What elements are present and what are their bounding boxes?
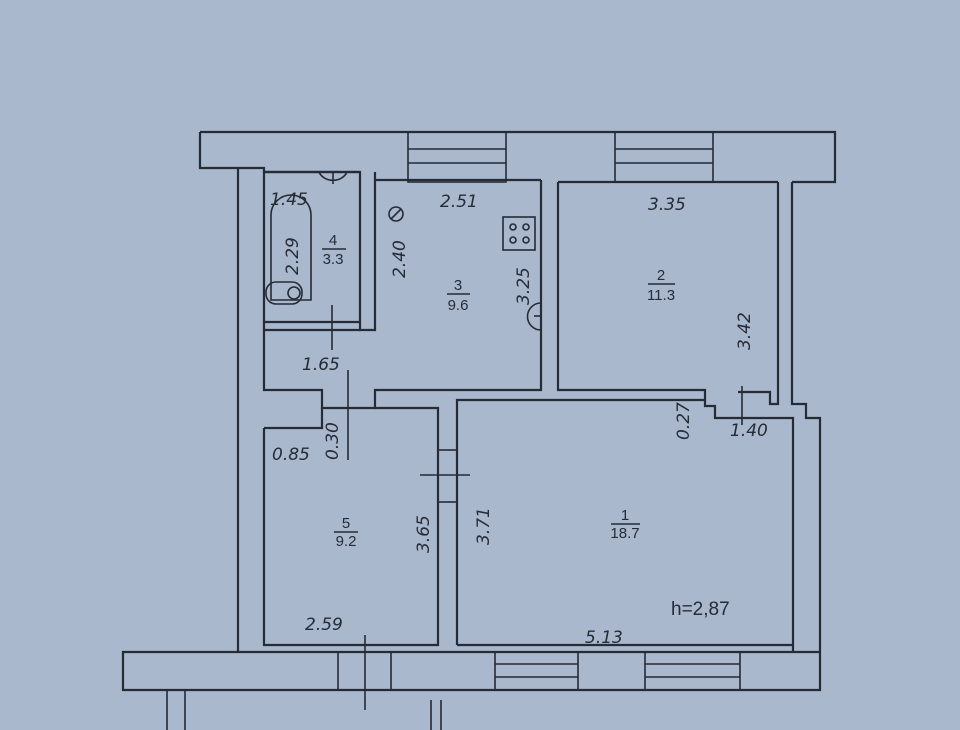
dim-kitchen-height: 2.40 bbox=[390, 240, 410, 278]
stove-icon bbox=[502, 216, 536, 251]
dim-hall-width: 1.65 bbox=[302, 355, 340, 375]
svg-text:1: 1 bbox=[621, 507, 629, 524]
svg-text:4: 4 bbox=[329, 232, 337, 249]
room-2-walls bbox=[556, 182, 822, 652]
svg-text:18.7: 18.7 bbox=[610, 525, 639, 542]
dim-kitchen-depth: 3.25 bbox=[514, 267, 534, 305]
room-label-3: 3 9.6 bbox=[447, 277, 470, 314]
svg-text:11.3: 11.3 bbox=[647, 287, 675, 304]
dim-room1-width: 5.13 bbox=[585, 628, 623, 648]
dim-bath-width: 1.45 bbox=[270, 190, 308, 210]
gas-meter-icon bbox=[388, 206, 404, 222]
dim-niche-depth: 0.27 bbox=[674, 402, 694, 440]
dim-room5-offset: 0.85 bbox=[272, 445, 310, 465]
room-label-1: 1 18.7 bbox=[610, 507, 640, 542]
dim-room2-width: 3.35 bbox=[648, 195, 686, 215]
radiator-riser-icon bbox=[526, 302, 542, 331]
dim-kitchen-width: 2.51 bbox=[440, 192, 478, 212]
top-wall bbox=[198, 130, 837, 652]
dim-room2-depth: 3.42 bbox=[735, 312, 755, 350]
dim-passage: 0.30 bbox=[323, 422, 343, 460]
dim-bathtub-length: 2.29 bbox=[283, 237, 303, 275]
door-room-1 bbox=[437, 449, 458, 503]
bathtub-icon bbox=[270, 194, 312, 301]
dim-room5-width: 2.59 bbox=[305, 615, 343, 635]
svg-text:3: 3 bbox=[454, 277, 462, 294]
room-label-4: 4 3.3 bbox=[322, 232, 346, 268]
bathroom-wall bbox=[264, 320, 360, 332]
room-5-walls bbox=[262, 406, 440, 647]
svg-text:9.2: 9.2 bbox=[336, 533, 357, 550]
room-label-5: 5 9.2 bbox=[334, 515, 358, 550]
svg-text:9.6: 9.6 bbox=[448, 297, 469, 314]
svg-text:2: 2 bbox=[657, 267, 665, 284]
room-label-2: 2 11.3 bbox=[647, 267, 675, 304]
dim-niche-width: 1.40 bbox=[730, 421, 768, 441]
bottom-wall bbox=[121, 635, 822, 730]
bath-riser-icon bbox=[318, 171, 348, 184]
dim-room1-depth: 3.71 bbox=[474, 507, 494, 545]
ceiling-height: h=2,87 bbox=[671, 599, 730, 620]
svg-text:5: 5 bbox=[342, 515, 350, 532]
sink-icon bbox=[265, 281, 303, 305]
svg-text:3.3: 3.3 bbox=[323, 251, 344, 268]
room-1-walls bbox=[455, 398, 705, 645]
dim-room5-depth: 3.65 bbox=[414, 515, 434, 553]
